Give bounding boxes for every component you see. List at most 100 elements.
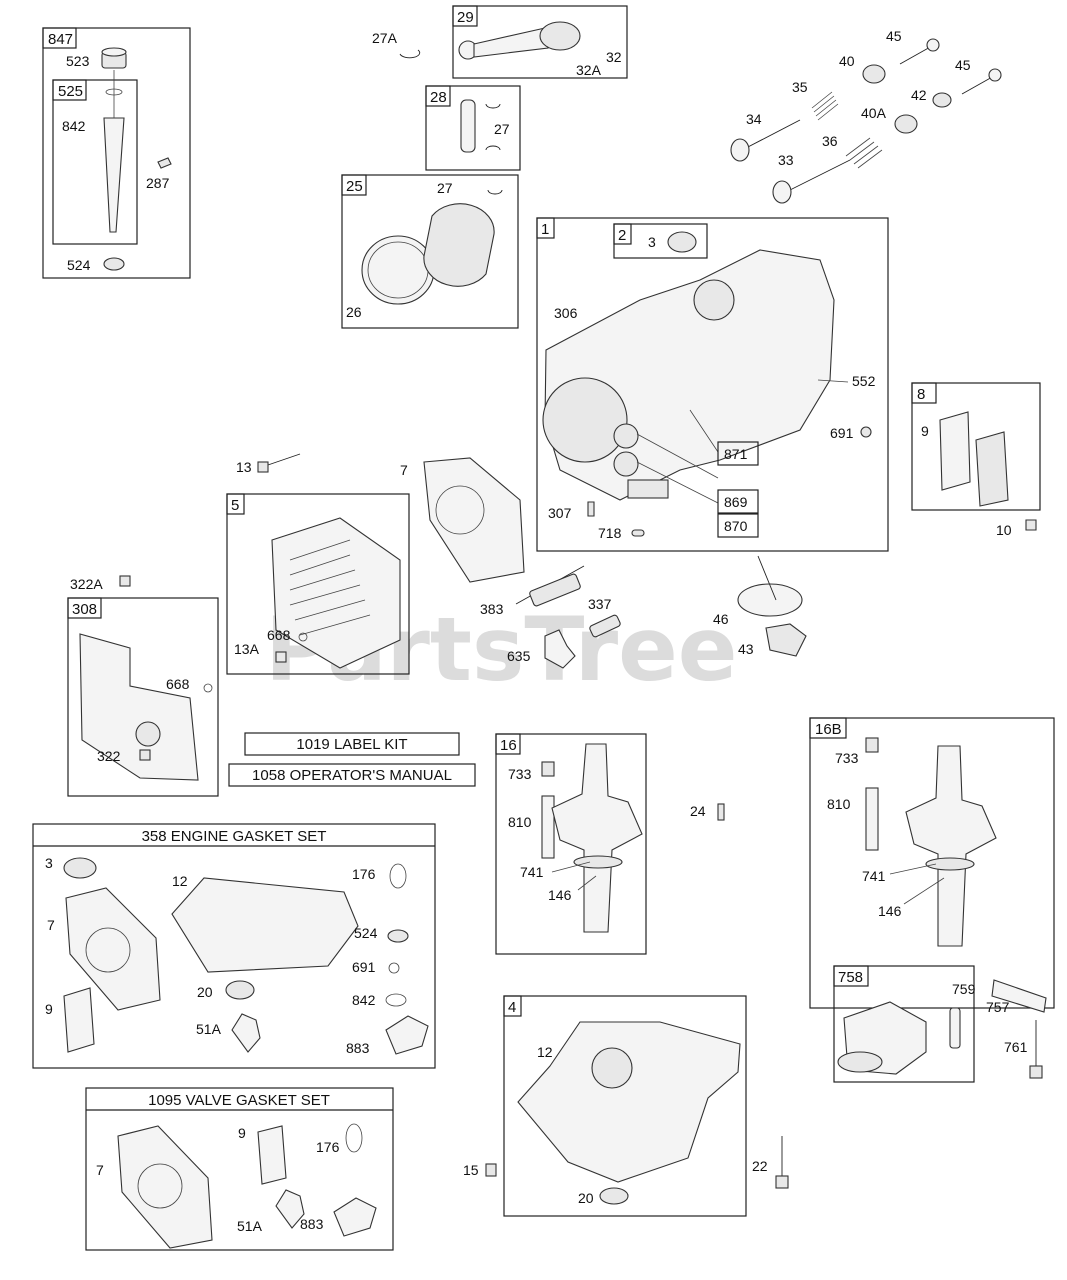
intake-gasket-part[interactable] <box>333 1197 377 1237</box>
collet-part[interactable] <box>932 92 952 108</box>
group-28[interactable]: 28 27 <box>425 85 521 171</box>
seal-part[interactable] <box>225 980 255 1000</box>
pin-clip <box>485 103 501 109</box>
group-number-box <box>495 733 521 755</box>
group-4[interactable]: 4 12 15 20 22 <box>463 995 789 1217</box>
callout-741b: 741 <box>862 868 886 884</box>
engine-gasket-set[interactable]: 358 ENGINE GASKET SET 3 12 176 7 524 691… <box>32 823 436 1069</box>
shield-part[interactable] <box>79 633 199 781</box>
callout-287: 287 <box>146 175 170 191</box>
oil-seal-part[interactable] <box>63 857 97 879</box>
bolt-part[interactable] <box>775 1175 789 1189</box>
ring-set-part[interactable] <box>361 235 435 305</box>
head-bolt-13[interactable]: 13 <box>236 453 301 475</box>
head-gasket-part[interactable] <box>65 887 161 1011</box>
piston-pin-part[interactable] <box>460 99 476 153</box>
group-number-box <box>226 493 245 515</box>
washer-part[interactable] <box>203 683 213 693</box>
group-box <box>809 717 1055 1009</box>
seal-part[interactable] <box>599 1187 629 1205</box>
intake-valve-part[interactable] <box>772 180 792 204</box>
exhaust-valve-part[interactable] <box>730 138 750 162</box>
bolt-part[interactable] <box>275 651 287 663</box>
crankshaft-part[interactable] <box>905 745 997 947</box>
head-gasket-part[interactable] <box>117 1125 213 1249</box>
head-gasket-7[interactable]: 7 <box>400 457 525 583</box>
valve-spring-part[interactable] <box>811 91 839 121</box>
intake-gasket-part[interactable] <box>385 1015 429 1055</box>
dowel-part[interactable] <box>631 529 645 537</box>
breather-gasket-part[interactable] <box>63 987 95 1053</box>
label-kit-box[interactable]: 1019 LABEL KIT <box>244 732 460 756</box>
group-847[interactable]: 847 525 523 842 287 524 <box>42 27 191 279</box>
seal-part[interactable] <box>388 962 400 974</box>
o-ring-part[interactable] <box>345 1123 363 1153</box>
breather-cover-part[interactable] <box>975 431 1009 507</box>
governor-arm-part[interactable] <box>529 573 581 607</box>
grommet-part[interactable] <box>103 257 125 271</box>
bolt-322a[interactable]: 322A <box>70 575 131 592</box>
valve-tappet <box>899 45 933 65</box>
clip-27a[interactable]: 27A <box>372 30 421 59</box>
key-24[interactable]: 24 <box>690 803 725 821</box>
group-box <box>495 733 647 955</box>
bolt-part[interactable] <box>1029 1065 1043 1079</box>
breather-gasket-part[interactable] <box>939 411 971 491</box>
spark-plug-part[interactable] <box>589 614 621 638</box>
pin-part[interactable] <box>541 795 555 859</box>
plug-part[interactable] <box>485 1163 497 1177</box>
retainer-part[interactable] <box>862 64 886 84</box>
group-8[interactable]: 8 9 <box>911 382 1041 511</box>
cam-gear-part[interactable] <box>737 583 803 617</box>
group-25[interactable]: 25 27 26 <box>341 174 519 329</box>
o-ring-part[interactable] <box>389 863 407 889</box>
bolt-part[interactable] <box>865 737 879 753</box>
exhaust-gasket-part[interactable] <box>275 1189 305 1229</box>
callout-146b: 146 <box>878 903 902 919</box>
screw-10[interactable]: 10 <box>996 519 1037 538</box>
bolt-shank <box>264 453 301 467</box>
link-part[interactable] <box>991 979 1047 1013</box>
bolt-part[interactable] <box>139 749 151 761</box>
leader <box>689 409 719 453</box>
pin-part[interactable] <box>865 787 879 851</box>
group-16[interactable]: 16 733 810 741 146 <box>495 733 647 955</box>
crankcase-cover-part[interactable] <box>517 1021 741 1183</box>
grommet-part[interactable] <box>387 929 409 943</box>
valve-train[interactable]: 45 45 40 35 42 40A 34 36 33 <box>730 28 1002 204</box>
bolt-part[interactable] <box>587 501 595 517</box>
callout-33: 33 <box>778 152 794 168</box>
callout-e9: 9 <box>45 1001 53 1017</box>
o-ring-part[interactable] <box>385 993 407 1007</box>
governor-gear-part[interactable] <box>765 623 807 657</box>
leader <box>636 433 719 479</box>
leader <box>903 877 945 905</box>
plug-boot-part[interactable] <box>544 629 576 669</box>
washer-part[interactable] <box>298 632 308 642</box>
oil-seal-part[interactable] <box>667 231 697 253</box>
crankshaft-part[interactable] <box>551 743 643 933</box>
valve-spring-part[interactable] <box>845 137 883 169</box>
group-308[interactable]: 308 668 322 <box>67 597 219 797</box>
breather-gasket-part[interactable] <box>257 1125 287 1185</box>
group-29[interactable]: 29 32 32A <box>452 5 628 79</box>
exhaust-gasket-part[interactable] <box>231 1013 261 1053</box>
group-5[interactable]: 5 13A 668 <box>226 493 410 675</box>
dipstick-tube-part[interactable] <box>103 117 125 233</box>
operators-manual-box[interactable]: 1058 OPERATOR'S MANUAL <box>228 763 476 787</box>
group-16b[interactable]: 16B 733 810 741 146 758 759 757 761 <box>809 717 1055 1083</box>
misc-parts-center[interactable]: 383 337 635 46 43 <box>480 555 807 669</box>
pin-part[interactable] <box>949 1007 961 1049</box>
bolt-part[interactable] <box>541 761 555 777</box>
piston-part[interactable] <box>423 203 495 287</box>
screw-part[interactable] <box>157 157 172 169</box>
seal-part[interactable] <box>860 426 872 438</box>
valve-gasket-set[interactable]: 1095 VALVE GASKET SET 7 9 176 51A 883 <box>85 1087 394 1251</box>
connecting-rod-part[interactable] <box>473 27 549 58</box>
cylinder-bore <box>542 377 628 463</box>
base-gasket-part[interactable] <box>171 877 359 973</box>
callout-870: 870 <box>724 518 748 534</box>
group-1[interactable]: 1 2 3 871 869 870 306 552 691 307 718 <box>536 217 889 552</box>
retainer-part[interactable] <box>894 114 918 134</box>
callout-871: 871 <box>724 446 748 462</box>
